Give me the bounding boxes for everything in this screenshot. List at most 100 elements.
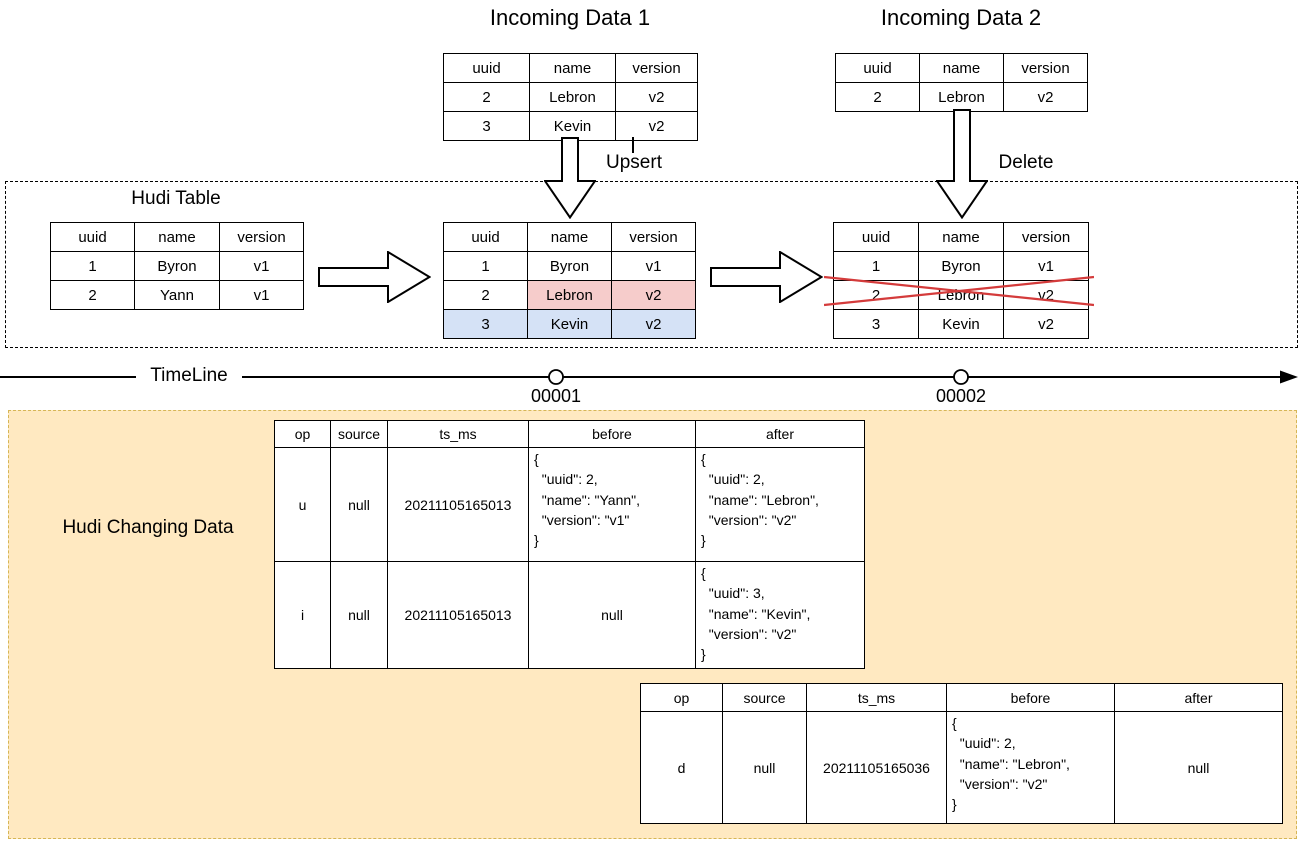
column-header: version [615,53,698,83]
column-header: uuid [835,53,920,83]
column-header: name [527,222,612,252]
column-header: name [919,53,1004,83]
cell-after: null [1114,711,1283,824]
table-row: 1 Byron v1 [443,251,696,281]
incoming-data-1-title: Incoming Data 1 [489,5,651,30]
hudi-table-container [5,181,1298,348]
upsert-label: Upsert [606,152,662,173]
cell-ts-ms: 20211105165036 [806,711,947,824]
cell: Byron [918,251,1004,281]
incoming-data-2-table: uuid name version 2 Lebron v2 [835,53,1088,112]
cell: v2 [1003,309,1089,339]
cell: Byron [527,251,612,281]
timeline-arrowhead-icon [1280,370,1298,384]
cell: 2 [443,82,530,112]
cell: Lebron [529,82,616,112]
cell: v2 [615,111,698,141]
commit-id-1: 00001 [530,386,582,406]
cell-inserted: 3 [443,309,528,339]
commit-marker-1 [548,369,564,385]
cell-source: null [330,447,388,562]
column-header: after [1114,683,1283,712]
column-header: name [918,222,1004,252]
column-header: op [274,420,331,448]
column-header: source [722,683,807,712]
column-header: version [219,222,304,252]
cell: 1 [50,251,135,281]
table-header-row: op source ts_ms before after [274,420,865,448]
cell-before: { "uuid": 2, "name": "Yann", "version": … [528,447,696,562]
table-header-row: op source ts_ms before after [640,683,1283,712]
cell-inserted: v2 [611,309,696,339]
table-row: 2 Lebron v2 [835,82,1088,112]
cdc-row-insert: i null 20211105165013 null { "uuid": 3, … [274,561,865,669]
cell: 3 [443,111,530,141]
cell: v1 [219,280,304,310]
upsert-label-leader-line [632,137,634,153]
table-row: 3 Kevin v2 [443,111,698,141]
cell: Byron [134,251,220,281]
table-row: 3 Kevin v2 [833,309,1089,339]
table-row: 1 Byron v1 [50,251,304,281]
table-header-row: uuid name version [443,222,696,252]
cell-after: { "uuid": 2, "name": "Lebron", "version"… [695,447,865,562]
table-header-row: uuid name version [443,53,698,83]
cell-updated: v2 [611,280,696,310]
cell: Yann [134,280,220,310]
column-header: ts_ms [387,420,529,448]
table-row: 2 Lebron v2 [443,82,698,112]
column-header: version [1003,222,1089,252]
hudi-changing-data-title: Hudi Changing Data [62,517,234,538]
delete-label: Delete [998,152,1054,173]
cell-source: null [330,561,388,669]
table-row-updated: 2 Lebron v2 [443,280,696,310]
table-header-row: uuid name version [50,222,304,252]
cell: Kevin [918,309,1004,339]
column-header: name [134,222,220,252]
column-header: ts_ms [806,683,947,712]
hudi-table-after-delete: uuid name version 1 Byron v1 2 Lebron v2… [833,222,1089,339]
column-header: op [640,683,723,712]
cell: 3 [833,309,919,339]
transition-arrow-icon [710,251,823,303]
hudi-table-title: Hudi Table [131,188,221,209]
cell-before: { "uuid": 2, "name": "Lebron", "version"… [946,711,1115,824]
column-header: uuid [50,222,135,252]
column-header: before [528,420,696,448]
timeline-label: TimeLine [136,365,242,387]
table-header-row: uuid name version [835,53,1088,83]
column-header: uuid [833,222,919,252]
transition-arrow-icon [318,251,431,303]
cell-source: null [722,711,807,824]
cell: 2 [443,280,528,310]
cell: v1 [219,251,304,281]
cell: 2 [835,82,920,112]
cell-before: null [528,561,696,669]
commit-id-2: 00002 [935,386,987,406]
commit-marker-2 [953,369,969,385]
column-header: before [946,683,1115,712]
incoming-data-1-table: uuid name version 2 Lebron v2 3 Kevin v2 [443,53,698,141]
column-header: after [695,420,865,448]
delete-arrow-icon [936,109,988,219]
column-header: version [611,222,696,252]
table-row: 2 Yann v1 [50,280,304,310]
cell: 1 [833,251,919,281]
cell-inserted: Kevin [527,309,612,339]
cell: v2 [1003,82,1088,112]
cdc-table-commit-1: op source ts_ms before after u null 2021… [274,420,865,669]
upsert-arrow-icon [544,137,596,219]
incoming-data-2-title: Incoming Data 2 [880,5,1042,30]
cell: v2 [1003,280,1089,310]
column-header: version [1003,53,1088,83]
cdc-row-delete: d null 20211105165036 { "uuid": 2, "name… [640,711,1283,824]
cell: 1 [443,251,528,281]
hudi-table-initial-state: uuid name version 1 Byron v1 2 Yann v1 [50,222,304,310]
cell: v2 [615,82,698,112]
cell-op: u [274,447,331,562]
table-row-inserted: 3 Kevin v2 [443,309,696,339]
table-header-row: uuid name version [833,222,1089,252]
cell-ts-ms: 20211105165013 [387,561,529,669]
cdc-row-update: u null 20211105165013 { "uuid": 2, "name… [274,447,865,562]
